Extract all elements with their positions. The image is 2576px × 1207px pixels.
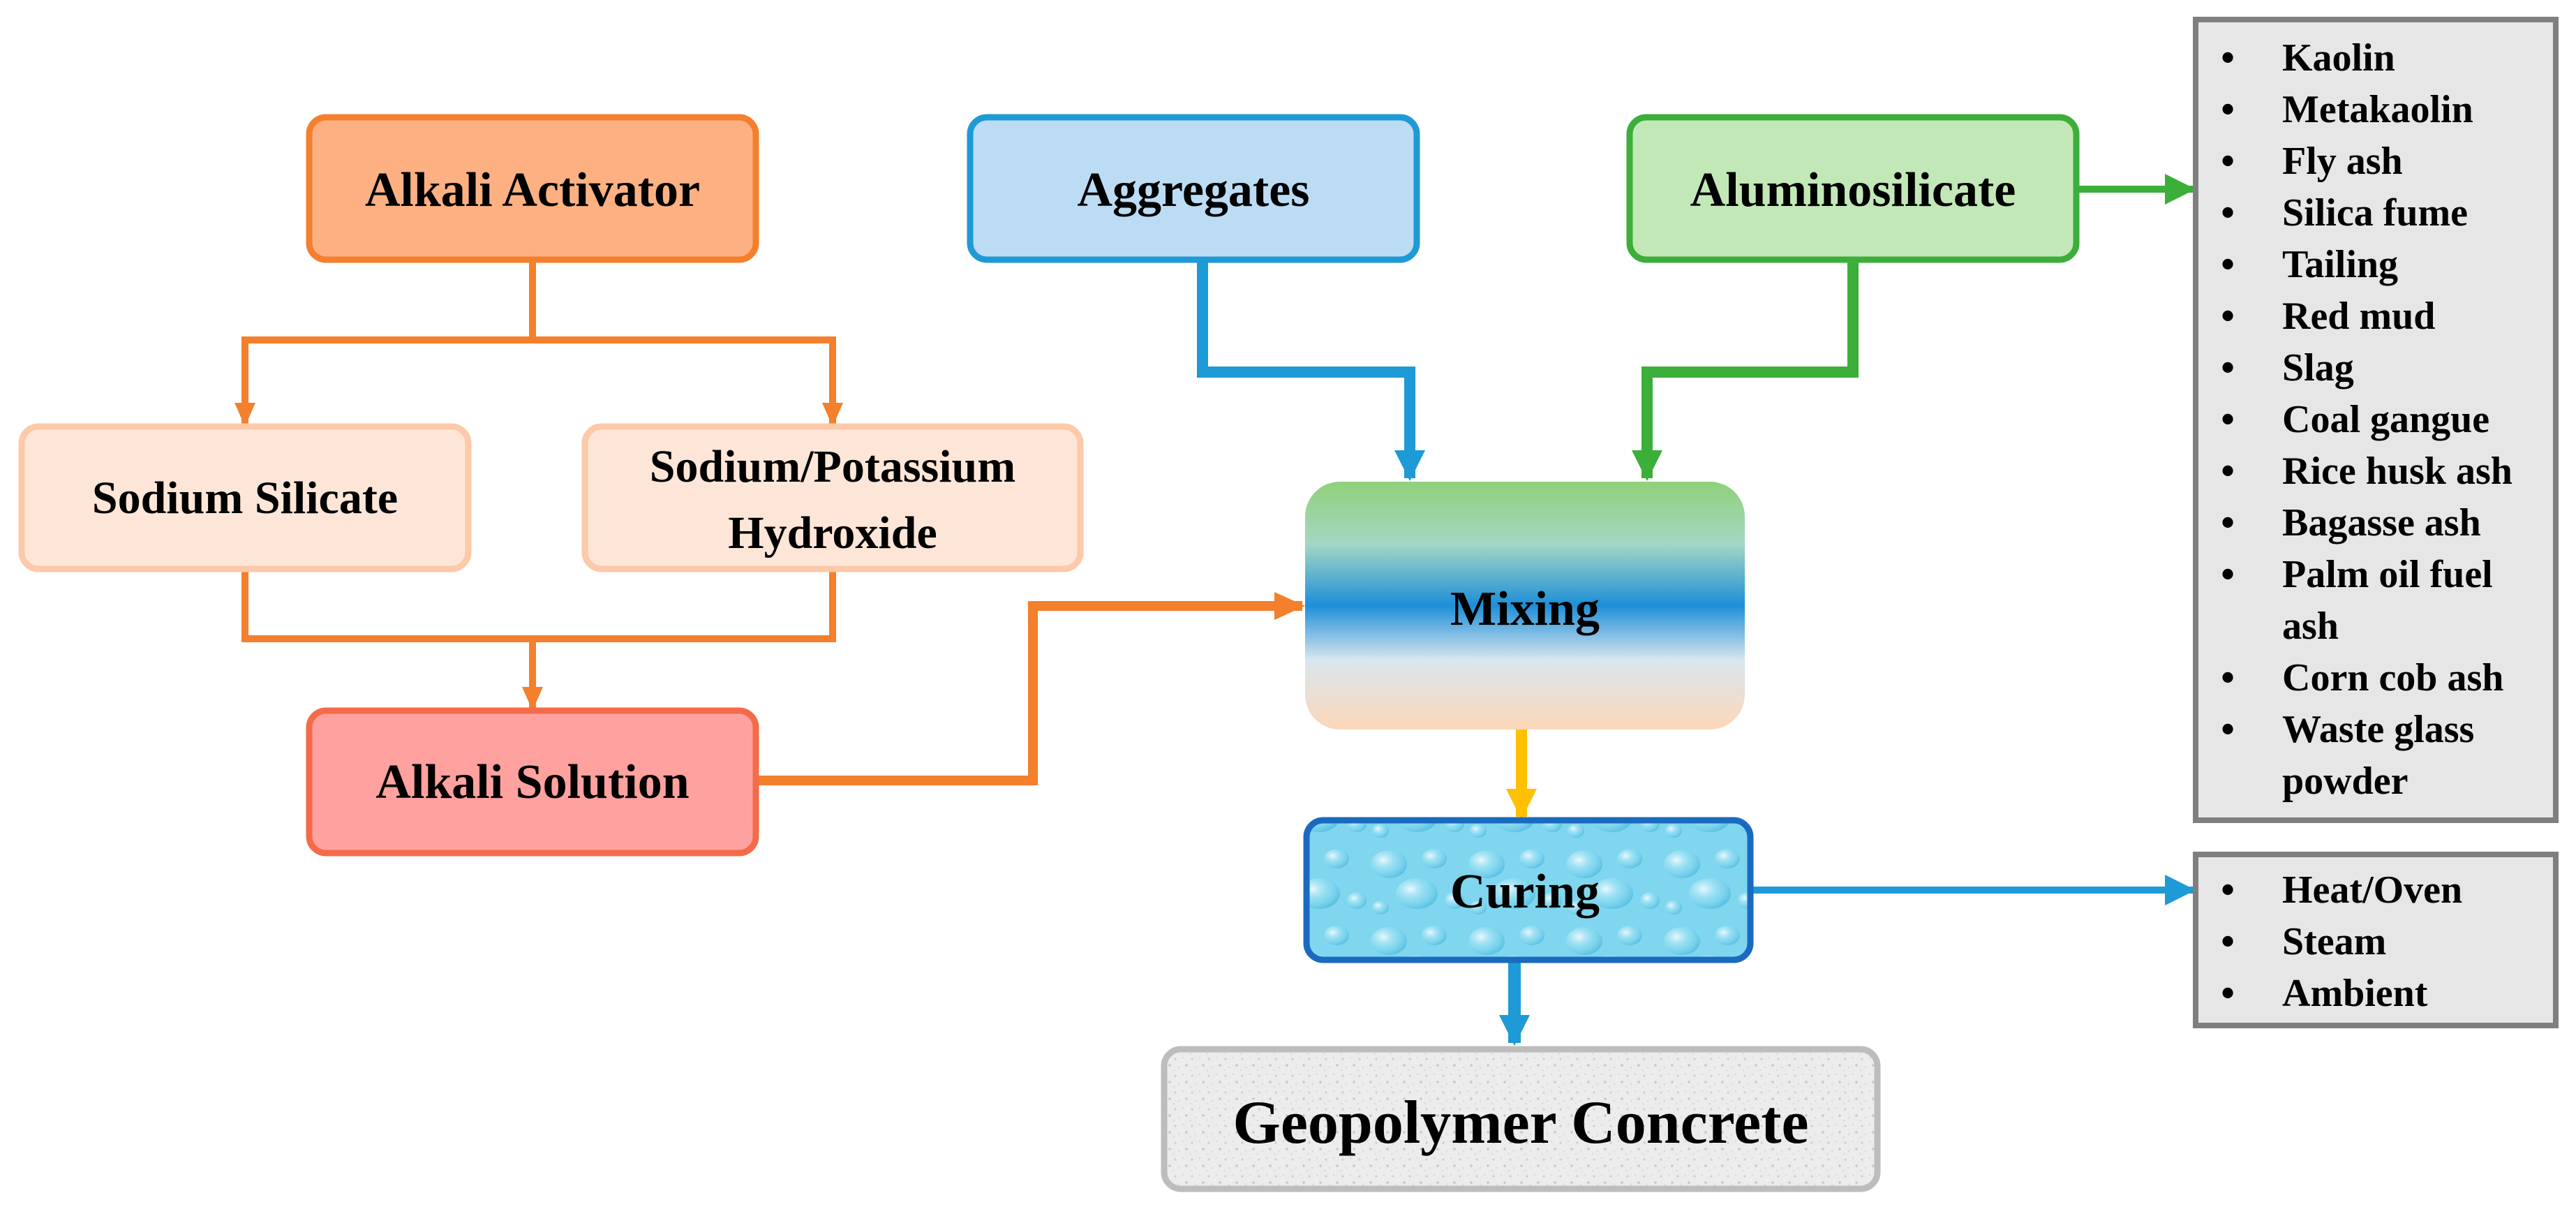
aluminosilicate-source-item-text: Metakaolin: [2282, 88, 2473, 131]
bullet-icon: •: [2221, 295, 2235, 338]
arrow-aluminosilicate-to-mixing: [1632, 260, 1859, 481]
bullet-icon: •: [2221, 868, 2235, 912]
aluminosilicate-source-item-text: Corn cob ash: [2282, 656, 2504, 699]
arrow-solution-to-mixing: [757, 592, 1305, 785]
geopolymer-concrete-label: Geopolymer Concrete: [1233, 1089, 1808, 1157]
aluminosilicate-source-item: • Silica fume: [2198, 187, 2553, 239]
bullet-icon: •: [2221, 398, 2235, 441]
aluminosilicate-source-item: • Waste glass: [2198, 704, 2553, 755]
mixing-box: Mixing: [1305, 482, 1745, 730]
bullet-icon: •: [2221, 920, 2235, 963]
aluminosilicate-source-item: • Bagasse ash: [2198, 497, 2553, 549]
alkali-activator-label: Alkali Activator: [365, 163, 700, 217]
hydroxide-box: Sodium/Potassium Hydroxide: [581, 423, 1084, 572]
aluminosilicate-source-item: ash: [2198, 600, 2553, 652]
bullet-icon: •: [2221, 140, 2235, 183]
aluminosilicate-source-item: • Coal gangue: [2198, 394, 2553, 445]
curing-method-item: • Steam: [2198, 916, 2553, 968]
curing-method-item-text: Ambient: [2282, 972, 2428, 1015]
aluminosilicate-source-item-text: Waste glass: [2282, 708, 2475, 751]
bullet-icon: •: [2221, 972, 2235, 1015]
aggregates-label: Aggregates: [1077, 163, 1309, 217]
aluminosilicate-source-item-text: Red mud: [2282, 295, 2436, 338]
aluminosilicate-source-item-text: Silica fume: [2282, 191, 2468, 235]
sodium-silicate-label: Sodium Silicate: [92, 473, 398, 524]
aluminosilicate-source-item-text: powder: [2282, 760, 2409, 803]
curing-box: Curing: [1303, 817, 1754, 963]
alkali-activator-box: Alkali Activator: [306, 114, 759, 263]
arrow-aggregates-to-mixing: [1197, 260, 1425, 481]
aluminosilicate-source-item: • Slag: [2198, 342, 2553, 394]
bullet-icon: •: [2221, 346, 2235, 390]
bullet-icon: •: [2221, 708, 2235, 751]
aluminosilicate-source-item-text: ash: [2282, 605, 2339, 648]
alkali-solution-box: Alkali Solution: [306, 707, 759, 857]
aluminosilicate-source-item: • Rice husk ash: [2198, 445, 2553, 497]
bullet-icon: •: [2221, 656, 2235, 699]
bullet-icon: •: [2221, 501, 2235, 545]
aluminosilicate-source-item-text: Rice husk ash: [2282, 450, 2512, 493]
geopolymer-concrete-box: Geopolymer Concrete: [1161, 1046, 1881, 1192]
aluminosilicate-source-item: • Tailing: [2198, 239, 2553, 290]
aluminosilicate-sources-list: • Kaolin • Metakaolin • Fly ash • Silica fume • T…: [2193, 17, 2559, 823]
bullet-icon: •: [2221, 450, 2235, 493]
bullet-icon: •: [2221, 191, 2235, 235]
aluminosilicate-label: Aluminosilicate: [1690, 163, 2016, 217]
aluminosilicate-source-item-text: Slag: [2282, 346, 2354, 390]
aluminosilicate-source-item: • Red mud: [2198, 290, 2553, 342]
mixing-label: Mixing: [1450, 582, 1600, 636]
aluminosilicate-source-item: • Palm oil fuel: [2198, 549, 2553, 600]
bullet-icon: •: [2221, 553, 2235, 596]
aluminosilicate-source-item: • Fly ash: [2198, 135, 2553, 187]
bullet-icon: •: [2221, 243, 2235, 286]
aluminosilicate-source-item-text: Palm oil fuel: [2282, 553, 2493, 596]
bullet-icon: •: [2221, 88, 2235, 131]
aluminosilicate-box: Aluminosilicate: [1626, 114, 2080, 263]
aluminosilicate-source-item-text: Coal gangue: [2282, 398, 2490, 441]
aluminosilicate-source-item-text: Tailing: [2282, 243, 2399, 286]
aggregates-box: Aggregates: [967, 114, 1420, 263]
curing-methods-list: • Heat/Oven • Steam • Ambient: [2193, 852, 2559, 1028]
sodium-silicate-box: Sodium Silicate: [18, 423, 472, 572]
hydroxide-label-line1: Sodium/Potassium: [650, 441, 1015, 492]
arrow-activator-to-hydroxide: [533, 336, 843, 427]
curing-method-item: • Heat/Oven: [2198, 864, 2553, 916]
bullet-icon: •: [2221, 36, 2235, 80]
curing-method-item-text: Steam: [2282, 920, 2387, 963]
aluminosilicate-source-item: • Metakaolin: [2198, 84, 2553, 135]
aluminosilicate-source-item-text: Fly ash: [2282, 140, 2403, 183]
connector-hydroxide-down: [533, 569, 836, 642]
aluminosilicate-source-item: powder: [2198, 755, 2553, 807]
arrow-activator-to-silicate: [234, 336, 533, 427]
aluminosilicate-source-item: • Corn cob ash: [2198, 652, 2553, 704]
curing-label: Curing: [1450, 865, 1600, 919]
aluminosilicate-source-item-text: Bagasse ash: [2282, 501, 2481, 545]
aluminosilicate-source-item-text: Kaolin: [2282, 36, 2395, 80]
curing-method-item-text: Heat/Oven: [2282, 868, 2463, 912]
hydroxide-label-line2: Hydroxide: [728, 508, 937, 558]
aluminosilicate-source-item: • Kaolin: [2198, 32, 2553, 84]
connector-silicate-down: [241, 569, 533, 642]
alkali-solution-label: Alkali Solution: [375, 755, 689, 809]
curing-method-item: • Ambient: [2198, 968, 2553, 1019]
